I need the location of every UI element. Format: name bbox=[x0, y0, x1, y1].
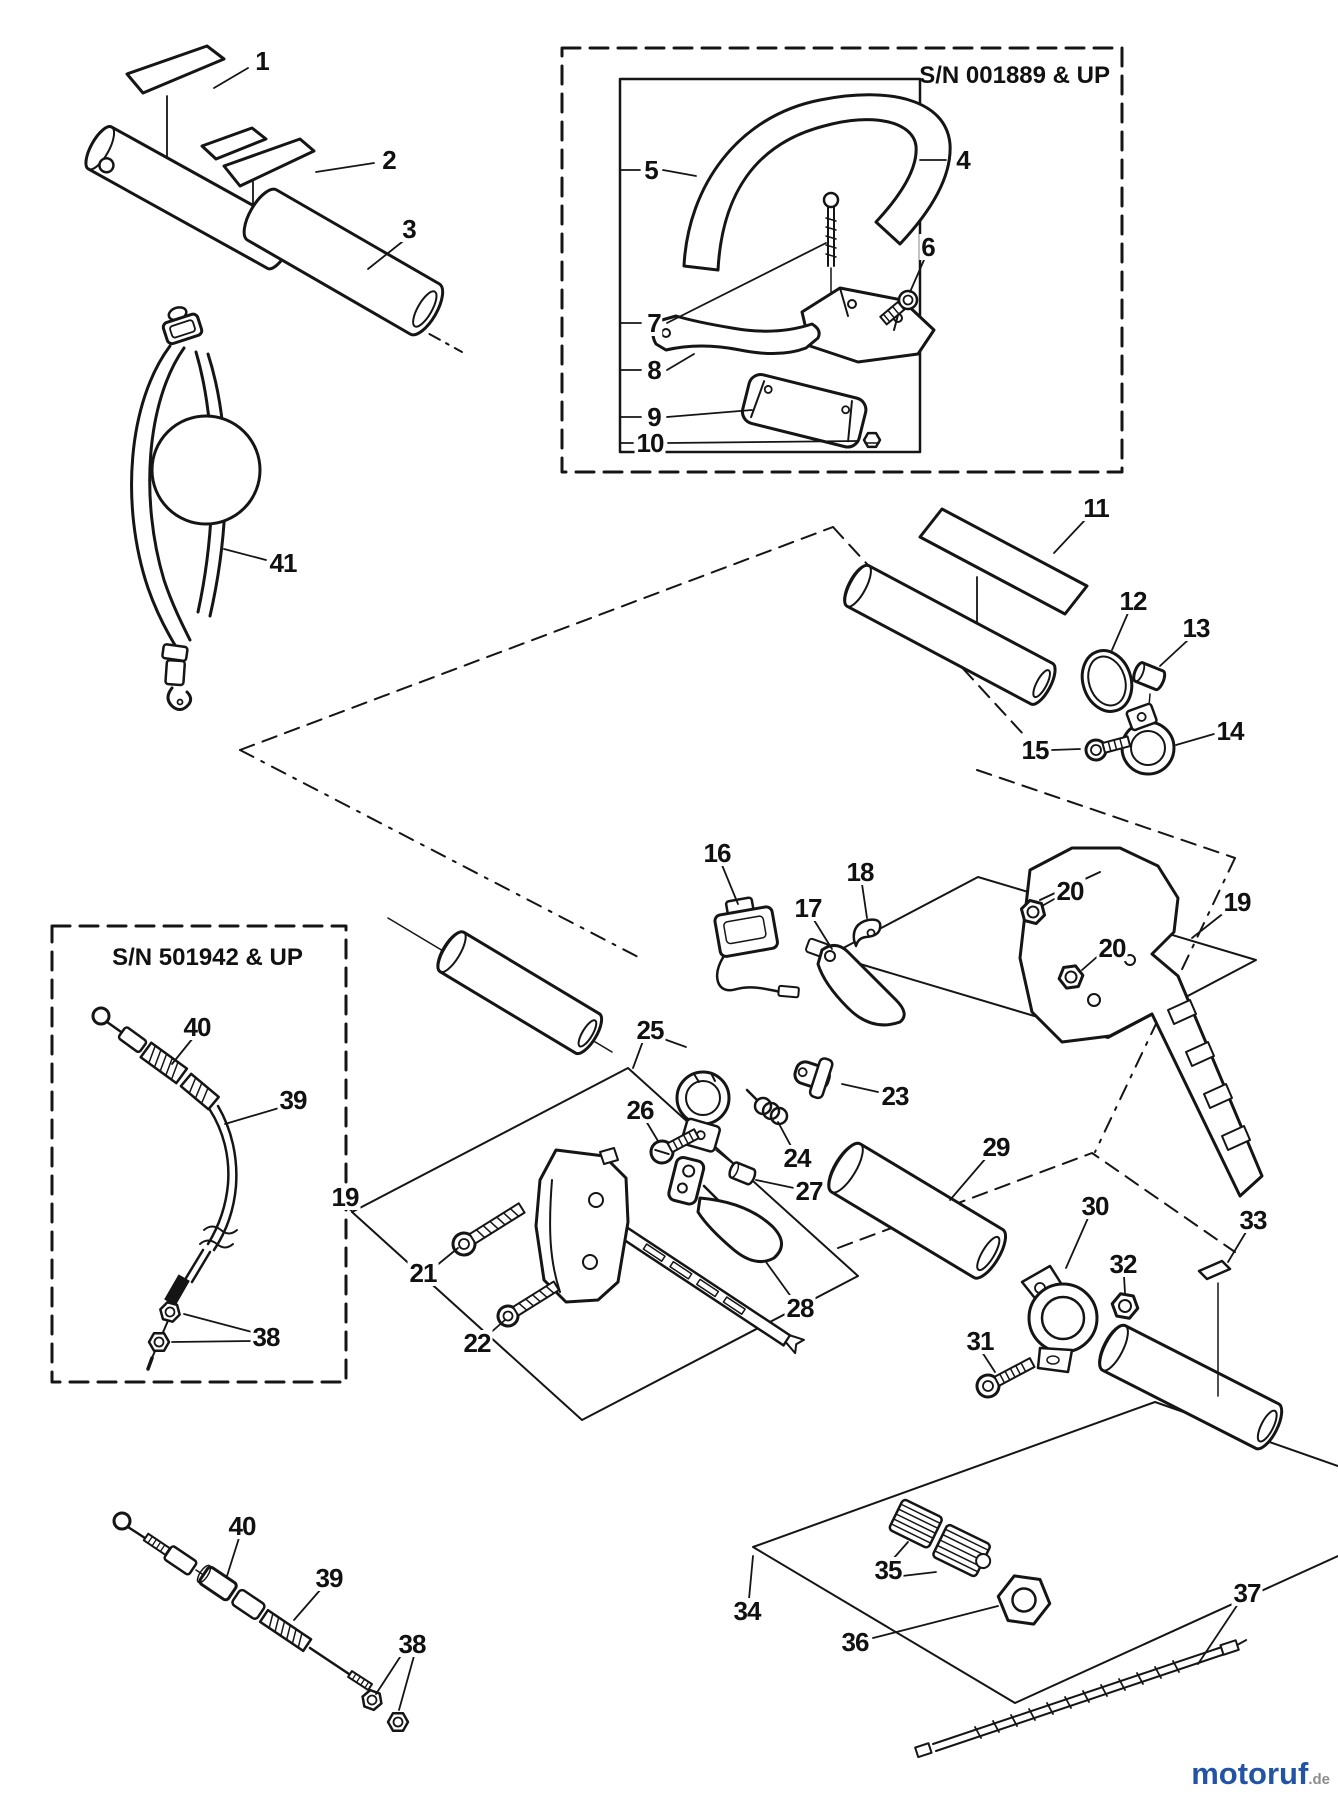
part-label-31: 31 bbox=[964, 1326, 996, 1356]
part-18-clip bbox=[852, 918, 882, 948]
part-label-39: 39 bbox=[313, 1563, 345, 1593]
part-label-36: 36 bbox=[839, 1627, 871, 1657]
serial-box-501942 bbox=[50, 924, 348, 1384]
part-17-trigger bbox=[805, 937, 906, 1027]
part-21-screw bbox=[451, 1202, 526, 1257]
lower-tube bbox=[1098, 1323, 1284, 1451]
part-label-14: 14 bbox=[1214, 716, 1246, 746]
part-label-13: 13 bbox=[1180, 613, 1212, 643]
part-28-throttle-lever bbox=[667, 1155, 783, 1264]
part-25-26-clamp bbox=[649, 1070, 731, 1165]
part-label-40: 40 bbox=[181, 1012, 213, 1042]
part-11-decal-tube bbox=[843, 507, 1089, 706]
part-label-28: 28 bbox=[784, 1293, 816, 1323]
part-label-9: 9 bbox=[645, 402, 663, 432]
part-label-38: 38 bbox=[250, 1322, 282, 1352]
part-label-26: 26 bbox=[624, 1095, 656, 1125]
part-24-spring bbox=[745, 1088, 789, 1126]
part-label-8: 8 bbox=[645, 355, 663, 385]
mid-grip-tube bbox=[387, 917, 613, 1056]
left-handle-housing bbox=[534, 1147, 805, 1355]
part-15-bolt bbox=[1084, 735, 1132, 762]
part-label-18: 18 bbox=[844, 857, 876, 887]
part-12-oring bbox=[1080, 649, 1134, 713]
part-14-clamp bbox=[1120, 702, 1176, 776]
part-label-2: 2 bbox=[380, 145, 398, 175]
part-label-21: 21 bbox=[407, 1258, 439, 1288]
watermark-suffix: .de bbox=[1308, 1771, 1330, 1788]
part-9-clamp bbox=[740, 373, 868, 449]
part-3-grip bbox=[242, 187, 445, 337]
part-label-25: 25 bbox=[634, 1015, 666, 1045]
part-label-10: 10 bbox=[634, 428, 666, 458]
part-30-clamp bbox=[1020, 1264, 1099, 1374]
part-19-planes bbox=[351, 876, 1257, 1421]
part-label-6: 6 bbox=[919, 232, 937, 262]
part-label-7: 7 bbox=[645, 308, 663, 338]
box-cable-assembly bbox=[91, 1006, 238, 1371]
right-handle-housing bbox=[1018, 846, 1264, 1198]
part-label-19: 19 bbox=[1221, 887, 1253, 917]
part-label-11: 11 bbox=[1081, 493, 1111, 523]
part-label-16: 16 bbox=[701, 838, 733, 868]
part-22-screw bbox=[496, 1280, 560, 1328]
serial-box-501942-title: S/N 501942 & UP bbox=[112, 944, 303, 971]
part-29-grip bbox=[827, 1141, 1007, 1280]
part-41-harness bbox=[130, 306, 262, 711]
serial-box-001889 bbox=[560, 46, 1124, 474]
part-label-29: 29 bbox=[980, 1132, 1012, 1162]
bottom-cable-assembly bbox=[112, 1511, 410, 1732]
part-label-4: 4 bbox=[954, 145, 972, 175]
part-label-5: 5 bbox=[642, 155, 660, 185]
watermark-logo: motoruf.de bbox=[1191, 1756, 1330, 1792]
part-10-nut bbox=[862, 431, 882, 449]
part-label-27: 27 bbox=[793, 1176, 825, 1206]
part-label-38: 38 bbox=[396, 1629, 428, 1659]
part-label-19: 19 bbox=[329, 1182, 361, 1212]
part-label-12: 12 bbox=[1117, 586, 1149, 616]
part-31-bolt bbox=[975, 1357, 1036, 1399]
part-label-20: 20 bbox=[1096, 933, 1128, 963]
part-label-3: 3 bbox=[400, 214, 418, 244]
part-label-23: 23 bbox=[879, 1081, 911, 1111]
part-32-nut bbox=[1110, 1292, 1140, 1320]
part-label-20: 20 bbox=[1054, 876, 1086, 906]
watermark-brand: motoruf bbox=[1191, 1756, 1309, 1791]
part-label-24: 24 bbox=[781, 1143, 813, 1173]
part-27-pin bbox=[715, 1149, 757, 1186]
part-36-nut bbox=[996, 1574, 1052, 1626]
dashed-planes bbox=[239, 319, 1236, 1253]
part-8-arm bbox=[651, 314, 821, 356]
part-label-17: 17 bbox=[792, 893, 824, 923]
part-5-handle bbox=[682, 93, 952, 272]
part-label-37: 37 bbox=[1231, 1578, 1263, 1608]
part-label-32: 32 bbox=[1107, 1249, 1139, 1279]
part-label-34: 34 bbox=[731, 1596, 763, 1626]
part-label-35: 35 bbox=[872, 1555, 904, 1585]
part-35-couplers bbox=[888, 1498, 992, 1578]
part-label-40: 40 bbox=[226, 1511, 258, 1541]
part-37-driveshaft bbox=[914, 1639, 1248, 1759]
part-16-switch bbox=[713, 896, 800, 999]
part-23-connector bbox=[793, 1057, 834, 1100]
part-label-41: 41 bbox=[267, 548, 299, 578]
part-6-screw bbox=[879, 289, 919, 326]
part-7-screw-long bbox=[822, 191, 840, 333]
leader-lines bbox=[171, 67, 1247, 1711]
serial-box-001889-title: S/N 001889 & UP bbox=[919, 62, 1110, 89]
part-label-22: 22 bbox=[461, 1328, 493, 1358]
part-label-30: 30 bbox=[1079, 1191, 1111, 1221]
part-label-33: 33 bbox=[1237, 1205, 1269, 1235]
part-label-15: 15 bbox=[1019, 735, 1051, 765]
part-33-decal bbox=[1197, 1259, 1232, 1397]
part-label-1: 1 bbox=[253, 46, 271, 76]
part-label-39: 39 bbox=[277, 1085, 309, 1115]
part-20-nuts bbox=[1019, 898, 1085, 990]
part-13-bushing bbox=[1132, 661, 1167, 719]
